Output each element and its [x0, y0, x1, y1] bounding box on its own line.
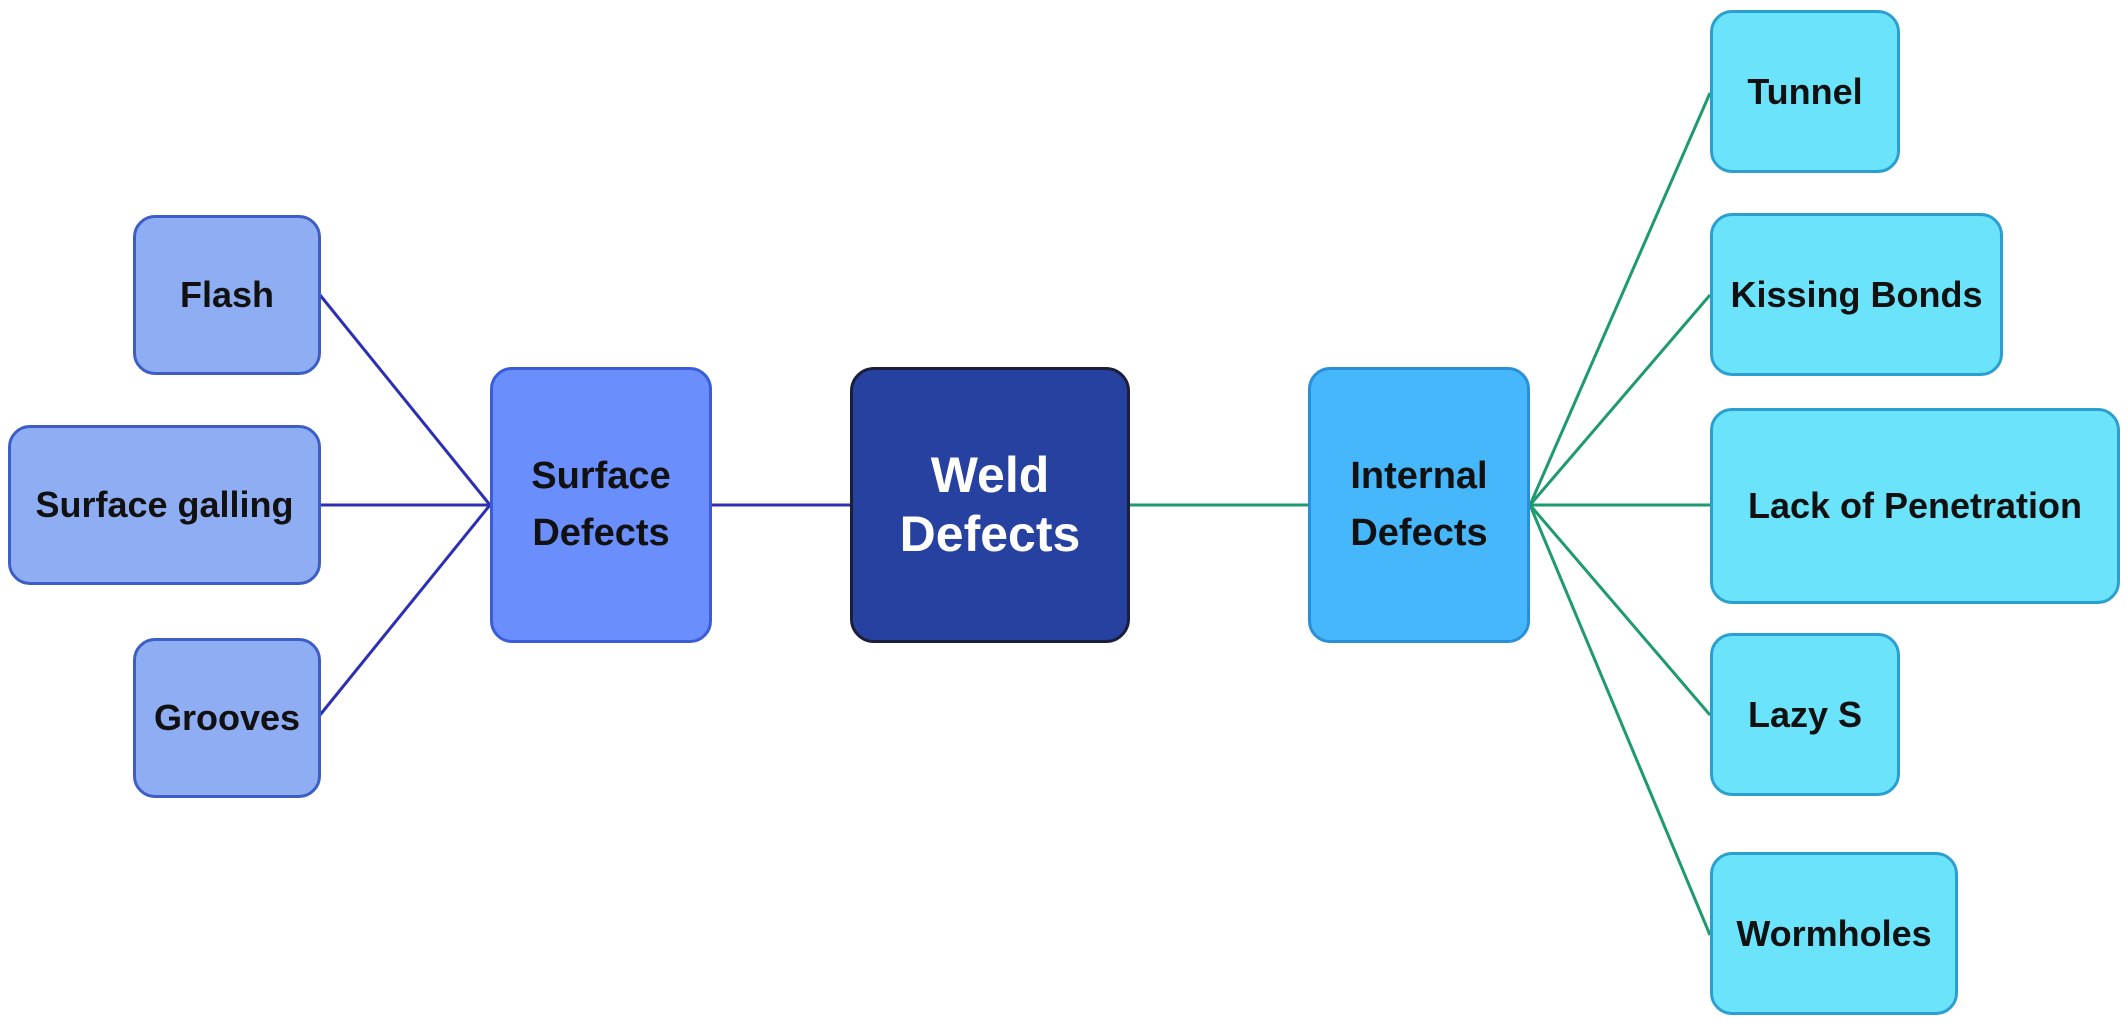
leaf-node-kissing-bonds: Kissing Bonds	[1710, 213, 2003, 376]
connector-internal-kissing	[1528, 294, 1712, 506]
connector-surface-grooves	[318, 504, 492, 716]
leaf-node-surface-galling: Surface galling	[8, 425, 321, 585]
connector-internal-wormholes	[1528, 504, 1712, 936]
leaf-node-grooves: Grooves	[133, 638, 321, 798]
leaf-node-lack-of-penetration: Lack of Penetration	[1710, 408, 2120, 604]
connector-internal-lazy	[1528, 504, 1712, 716]
leaf-node-wormholes: Wormholes	[1710, 852, 1958, 1015]
category-node-internal-defects: Internal Defects	[1308, 367, 1530, 643]
leaf-node-tunnel: Tunnel	[1710, 10, 1900, 173]
leaf-node-flash: Flash	[133, 215, 321, 375]
root-node-weld-defects: Weld Defects	[850, 367, 1130, 643]
connector-internal-tunnel	[1528, 92, 1712, 506]
connector-surface-flash	[318, 294, 492, 506]
leaf-node-lazy-s: Lazy S	[1710, 633, 1900, 796]
category-node-surface-defects: Surface Defects	[490, 367, 712, 643]
